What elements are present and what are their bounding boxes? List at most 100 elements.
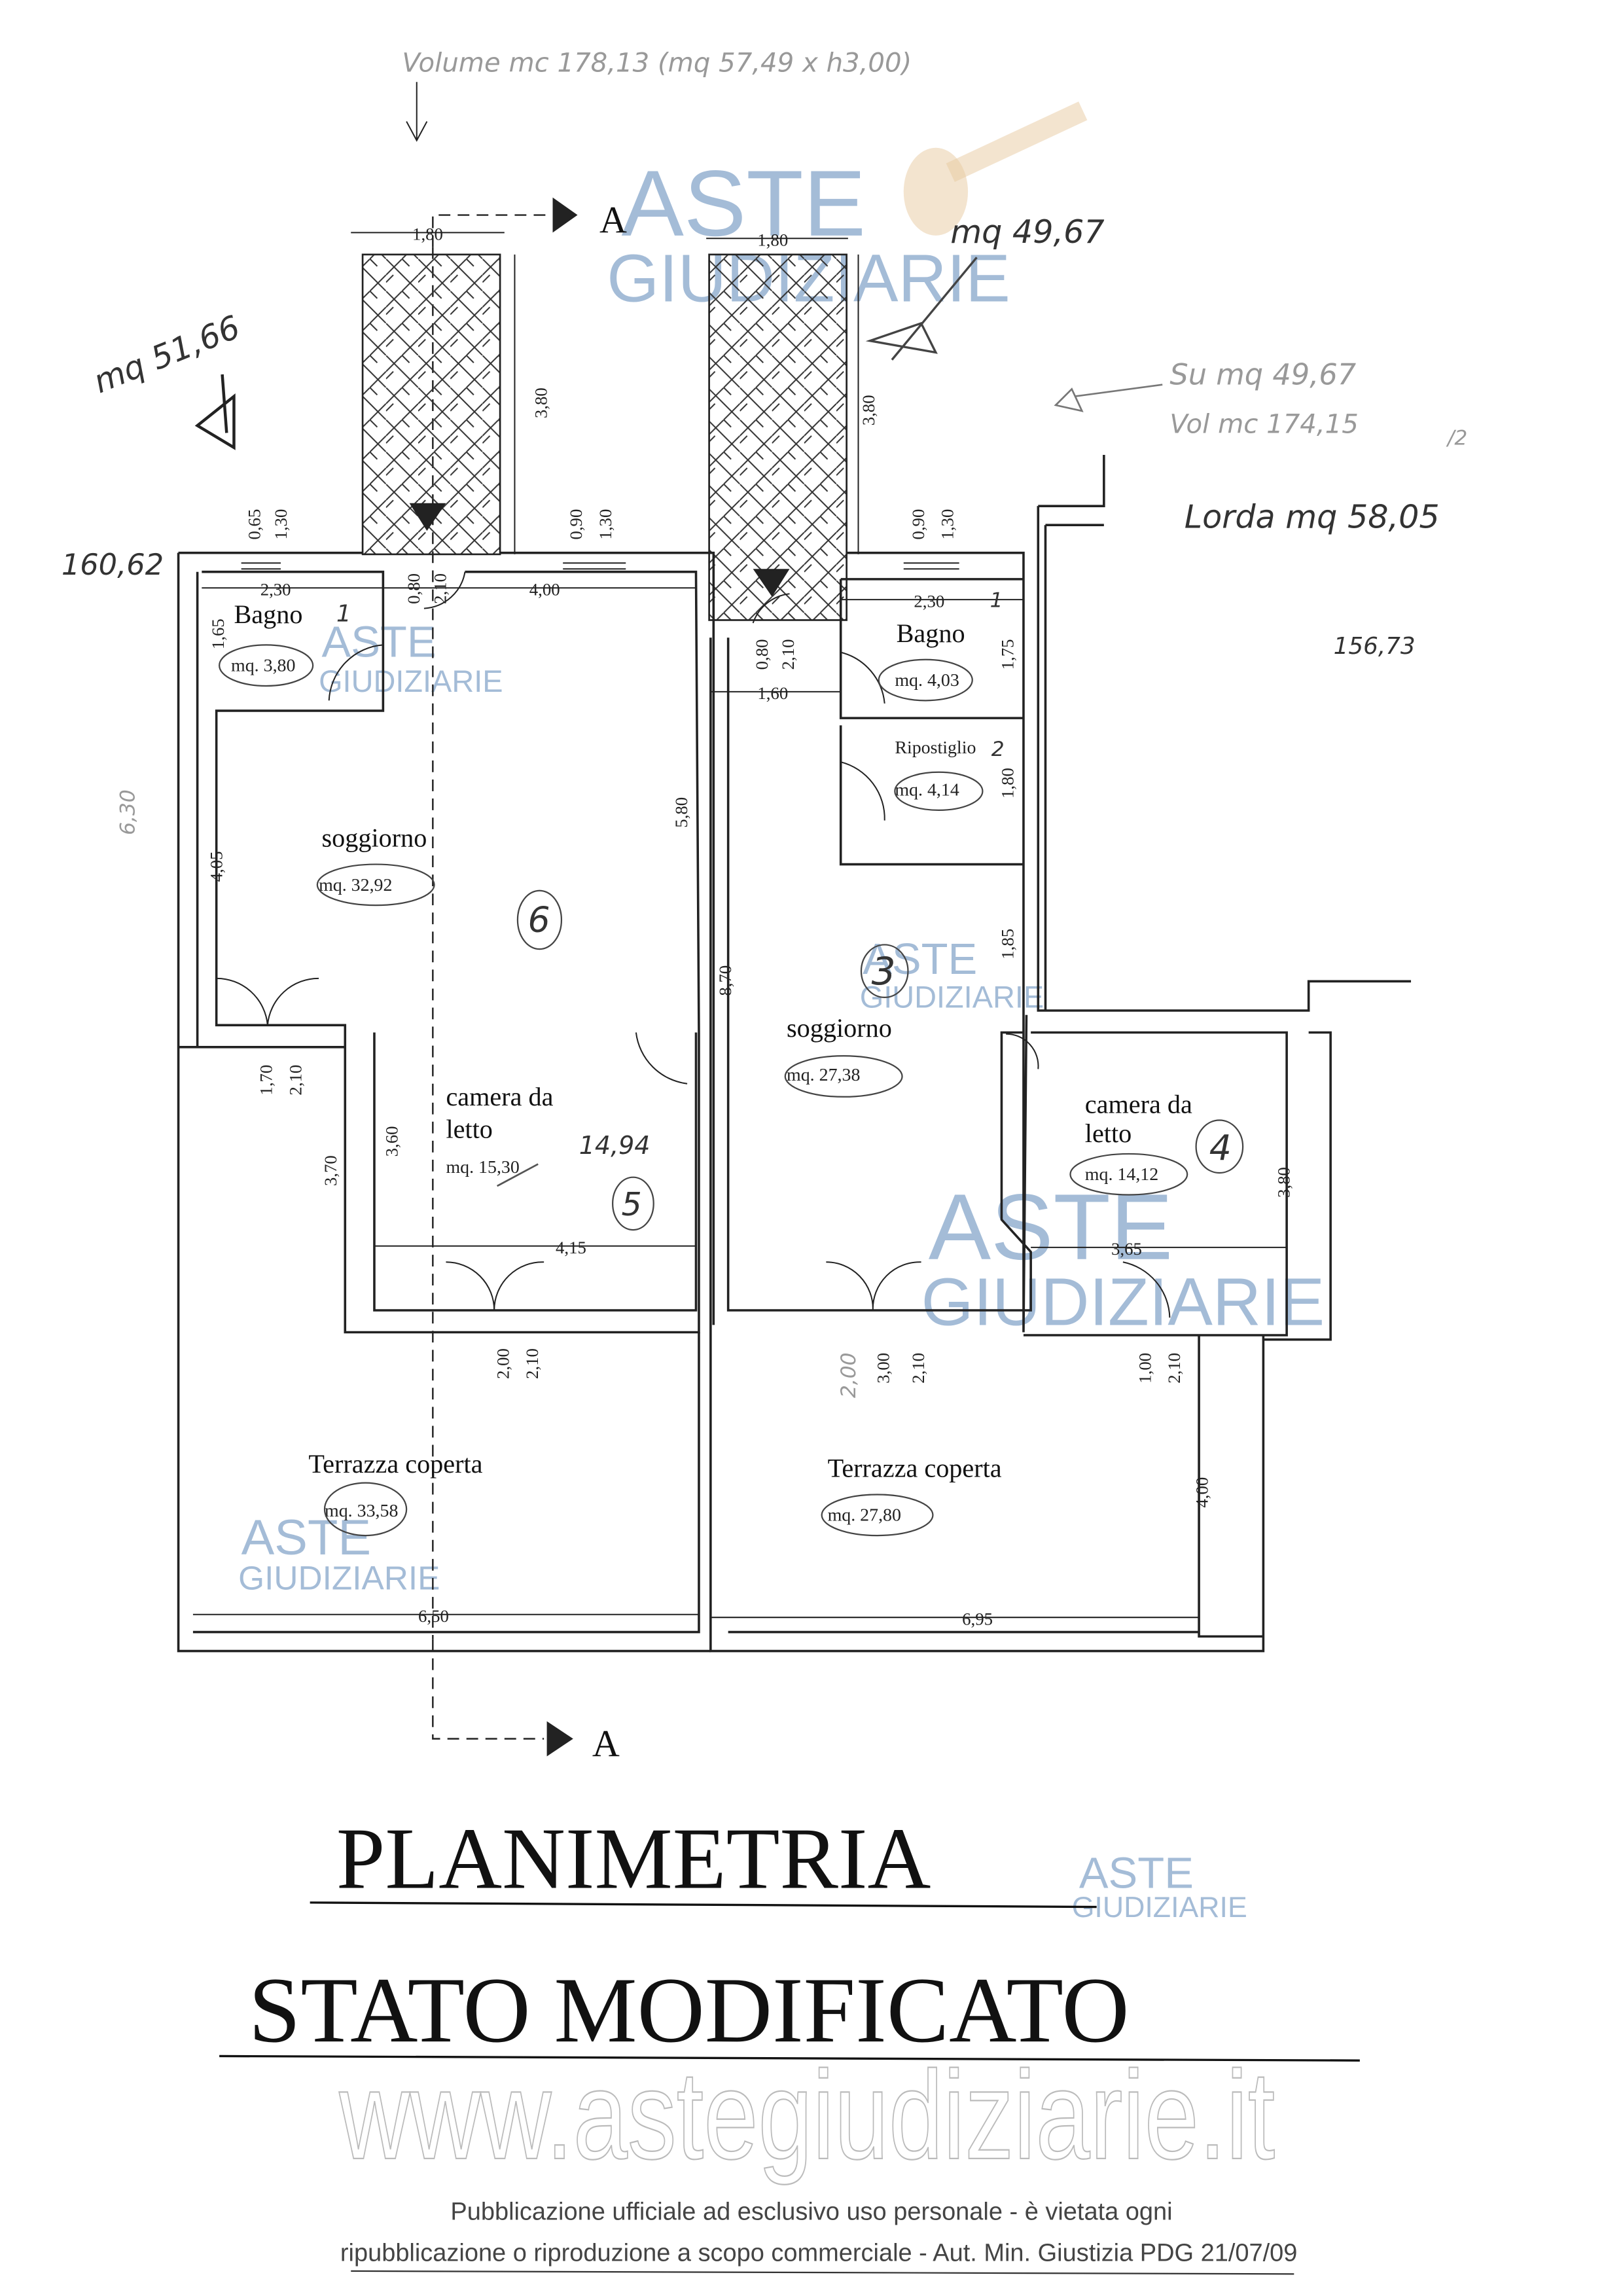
dimensions: 2,30 1,65 4,00 0,80 2,10 4,05 5,80 0,80 … [192, 573, 1294, 1628]
svg-text:camera da: camera da [446, 1082, 553, 1111]
svg-text:0,80: 0,80 [404, 573, 423, 604]
svg-text:2,10: 2,10 [908, 1353, 928, 1384]
svg-text:GIUDIZIARIE: GIUDIZIARIE [1072, 1892, 1247, 1924]
handwritten-volume-note: Volume mc 178,13 (mq 57,49 x h3,00) [402, 48, 912, 79]
svg-text:Bagno: Bagno [897, 619, 965, 648]
room-ripostiglio: Ripostiglio mq. 4,14 [894, 738, 984, 812]
svg-text:0,65: 0,65 [245, 509, 264, 540]
window-left: 0,65 1,30 [241, 509, 291, 570]
room-terrazza-right: Terrazza coperta mq. 27,80 [821, 1454, 1002, 1537]
svg-text:mq 49,67: mq 49,67 [950, 213, 1104, 251]
handwritten-room-numbers: 1 1 2 3 4 5 6 14,94 2,00 [336, 588, 1244, 1398]
svg-text:2,00: 2,00 [837, 1352, 861, 1398]
svg-text:5: 5 [622, 1185, 642, 1223]
svg-text:2,00: 2,00 [493, 1348, 513, 1379]
svg-text:0,90: 0,90 [908, 509, 928, 540]
svg-text:ASTE: ASTE [322, 617, 437, 666]
svg-text:5,80: 5,80 [671, 797, 691, 828]
svg-text:mq. 4,14: mq. 4,14 [895, 780, 959, 800]
svg-text:mq. 33,58: mq. 33,58 [325, 1501, 398, 1521]
svg-text:mq. 27,38: mq. 27,38 [787, 1065, 860, 1085]
footer-disclaimer: Pubblicazione ufficiale ad esclusivo uso… [340, 2198, 1298, 2275]
svg-text:1,75: 1,75 [997, 639, 1017, 670]
room-camera-right: camera da letto mq. 14,12 [1069, 1089, 1192, 1196]
svg-text:1,80: 1,80 [412, 224, 443, 244]
svg-text:2,30: 2,30 [260, 579, 291, 599]
svg-text:4,15: 4,15 [556, 1238, 586, 1257]
room-camera-left: camera da letto mq. 15,30 [446, 1082, 554, 1187]
svg-text:ASTE: ASTE [241, 1510, 371, 1566]
svg-text:4: 4 [1209, 1127, 1232, 1168]
room-soggiorno-left: soggiorno mq. 32,92 [316, 823, 435, 906]
svg-text:6: 6 [528, 899, 550, 940]
svg-text:160,62: 160,62 [62, 548, 164, 582]
svg-text:soggiorno: soggiorno [787, 1013, 892, 1043]
svg-text:mq. 27,80: mq. 27,80 [828, 1505, 901, 1526]
watermark-aste-2: ASTE GIUDIZIARIE [319, 617, 503, 698]
watermark-url: www.astegiudiziarie.it [339, 2045, 1275, 2185]
svg-text:mq. 4,03: mq. 4,03 [895, 670, 959, 691]
watermark-aste-4: ASTE GIUDIZIARIE [921, 1175, 1325, 1340]
svg-text:1: 1 [990, 588, 1003, 612]
svg-text:PLANIMETRIA: PLANIMETRIA [336, 1810, 931, 1907]
svg-text:6,50: 6,50 [418, 1606, 449, 1626]
svg-text:1,30: 1,30 [938, 509, 957, 540]
svg-text:156,73: 156,73 [1334, 633, 1416, 660]
title-block: PLANIMETRIA STATO MODIFICATO [219, 1810, 1360, 2062]
svg-text:A: A [592, 1722, 620, 1765]
svg-text:ASTE: ASTE [929, 1175, 1173, 1280]
svg-text:0,90: 0,90 [566, 509, 586, 540]
svg-text:Bagno: Bagno [234, 600, 302, 629]
svg-text:ripubblicazione o riproduzione: ripubblicazione o riproduzione a scopo c… [340, 2239, 1298, 2267]
svg-text:soggiorno: soggiorno [322, 823, 427, 853]
svg-text:mq. 32,92: mq. 32,92 [319, 875, 392, 895]
svg-text:2,10: 2,10 [285, 1065, 305, 1096]
svg-text:Vol mc 174,15: Vol mc 174,15 [1169, 409, 1358, 439]
svg-text:letto: letto [1085, 1119, 1132, 1148]
svg-text:mq. 15,30: mq. 15,30 [446, 1157, 519, 1177]
window-mid: 0,90 1,30 [563, 509, 626, 570]
svg-text:4,00: 4,00 [1192, 1477, 1211, 1508]
svg-text:ASTE: ASTE [863, 935, 977, 984]
svg-text:4,05: 4,05 [207, 851, 226, 882]
handwritten-notes: mq 51,66 160,62 mq 49,67 Su mq 49,67 Vol… [62, 213, 1467, 835]
svg-text:1,80: 1,80 [997, 768, 1017, 798]
svg-text:1,60: 1,60 [757, 683, 788, 703]
svg-text:1: 1 [336, 601, 351, 628]
svg-text:1,85: 1,85 [997, 929, 1017, 960]
svg-text:1,70: 1,70 [257, 1065, 276, 1096]
svg-text:1,30: 1,30 [596, 509, 615, 540]
svg-text:1,80: 1,80 [757, 230, 788, 249]
watermark-aste-3: ASTE GIUDIZIARIE [860, 935, 1044, 1014]
svg-text:ASTE: ASTE [1079, 1849, 1194, 1898]
watermark-aste-5: ASTE GIUDIZIARIE [238, 1510, 440, 1597]
svg-text:mq. 3,80: mq. 3,80 [231, 656, 295, 676]
doors [216, 571, 1171, 1318]
svg-text:0,80: 0,80 [752, 639, 772, 670]
svg-text:Ripostiglio: Ripostiglio [895, 738, 976, 758]
room-terrazza-left: Terrazza coperta mq. 33,58 [308, 1449, 483, 1537]
svg-text:6,30: 6,30 [116, 789, 140, 835]
svg-text:2,10: 2,10 [1164, 1353, 1184, 1384]
svg-text:3,65: 3,65 [1111, 1239, 1142, 1259]
svg-text:camera da: camera da [1085, 1089, 1192, 1119]
svg-text:mq 51,66: mq 51,66 [88, 308, 245, 401]
svg-text:3,80: 3,80 [859, 395, 878, 425]
svg-text:2,10: 2,10 [778, 639, 798, 670]
svg-text:GIUDIZIARIE: GIUDIZIARIE [319, 664, 503, 698]
room-bagno-right: Bagno mq. 4,03 [878, 619, 973, 702]
svg-text:3,80: 3,80 [1274, 1167, 1294, 1198]
svg-text:Pubblicazione ufficiale ad esc: Pubblicazione ufficiale ad esclusivo uso… [450, 2198, 1172, 2226]
svg-text:3,80: 3,80 [531, 387, 551, 418]
section-marker-top: A [432, 197, 627, 247]
svg-text:1,30: 1,30 [271, 509, 291, 540]
svg-text:1,00: 1,00 [1135, 1353, 1154, 1384]
room-bagno-left: Bagno mq. 3,80 [219, 600, 314, 687]
svg-text:14,94: 14,94 [579, 1131, 651, 1160]
svg-text:STATO MODIFICATO: STATO MODIFICATO [249, 1958, 1130, 2062]
svg-text:3,60: 3,60 [382, 1126, 402, 1157]
svg-text:8,70: 8,70 [715, 965, 735, 996]
svg-text:Terrazza coperta: Terrazza coperta [308, 1449, 482, 1479]
svg-text:6,95: 6,95 [962, 1609, 993, 1628]
